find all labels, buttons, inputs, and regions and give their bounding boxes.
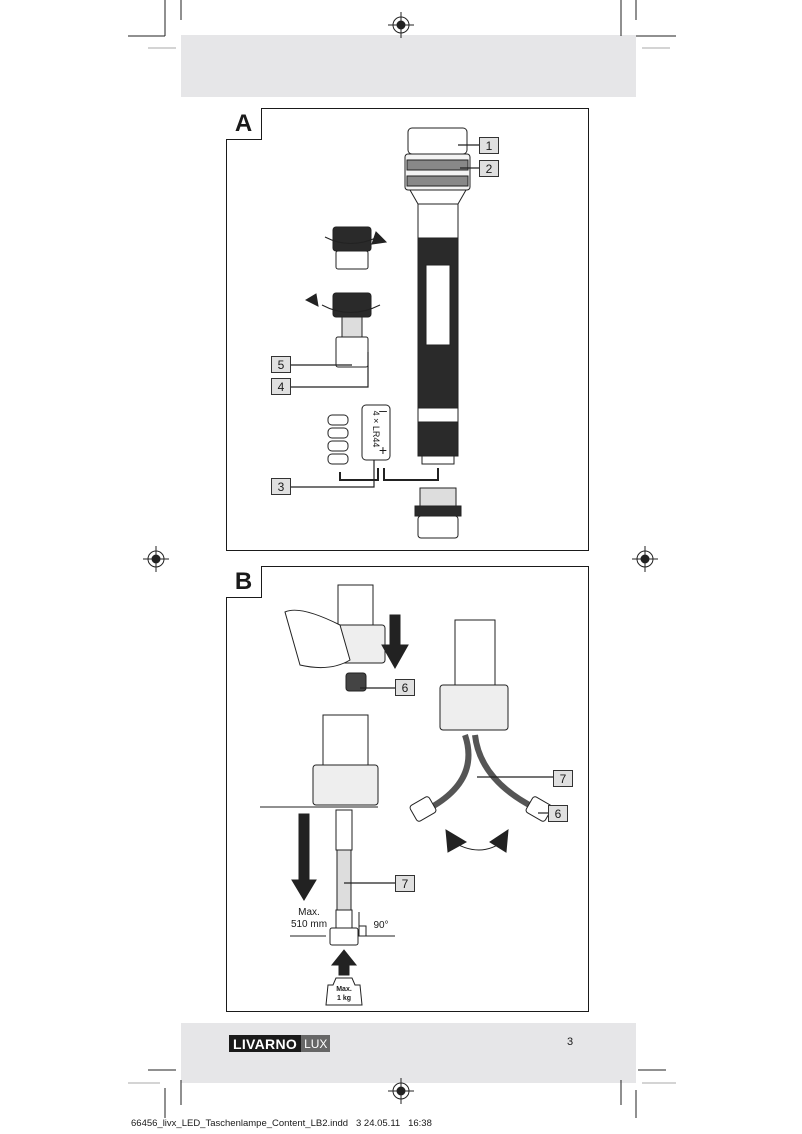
callout-5: 5 <box>271 356 291 373</box>
registration-mark-icon <box>143 12 658 1104</box>
header-band <box>181 35 636 97</box>
panel-label: B <box>226 566 262 598</box>
figure-panel-b: B <box>226 566 589 1012</box>
figure-panel-a: A <box>226 108 589 551</box>
battery-minus-label: – <box>379 402 387 418</box>
callout-4: 4 <box>271 378 291 395</box>
weight-label: Max. 1 kg <box>336 986 352 1002</box>
callout-1: 1 <box>479 137 499 154</box>
brand-name: LIVARNO <box>229 1035 302 1052</box>
brand-suffix: LUX <box>301 1035 331 1052</box>
callout-7: 7 <box>553 770 573 787</box>
callout-6: 6 <box>548 805 568 822</box>
footer-band <box>181 1023 636 1083</box>
angle-label: 90° <box>373 920 389 931</box>
print-slug: 66456_livx_LED_Taschenlampe_Content_LB2.… <box>131 1118 432 1129</box>
max-length-label: Max. 510 mm <box>290 907 328 930</box>
callout-7: 7 <box>395 875 415 892</box>
livarno-lux-logo: LIVARNO LUX <box>229 1035 331 1052</box>
panel-label: A <box>226 108 262 140</box>
battery-plus-label: + <box>378 442 388 458</box>
callout-6: 6 <box>395 679 415 696</box>
callout-2: 2 <box>479 160 499 177</box>
page-number: 3 <box>567 1036 574 1048</box>
callout-3: 3 <box>271 478 291 495</box>
